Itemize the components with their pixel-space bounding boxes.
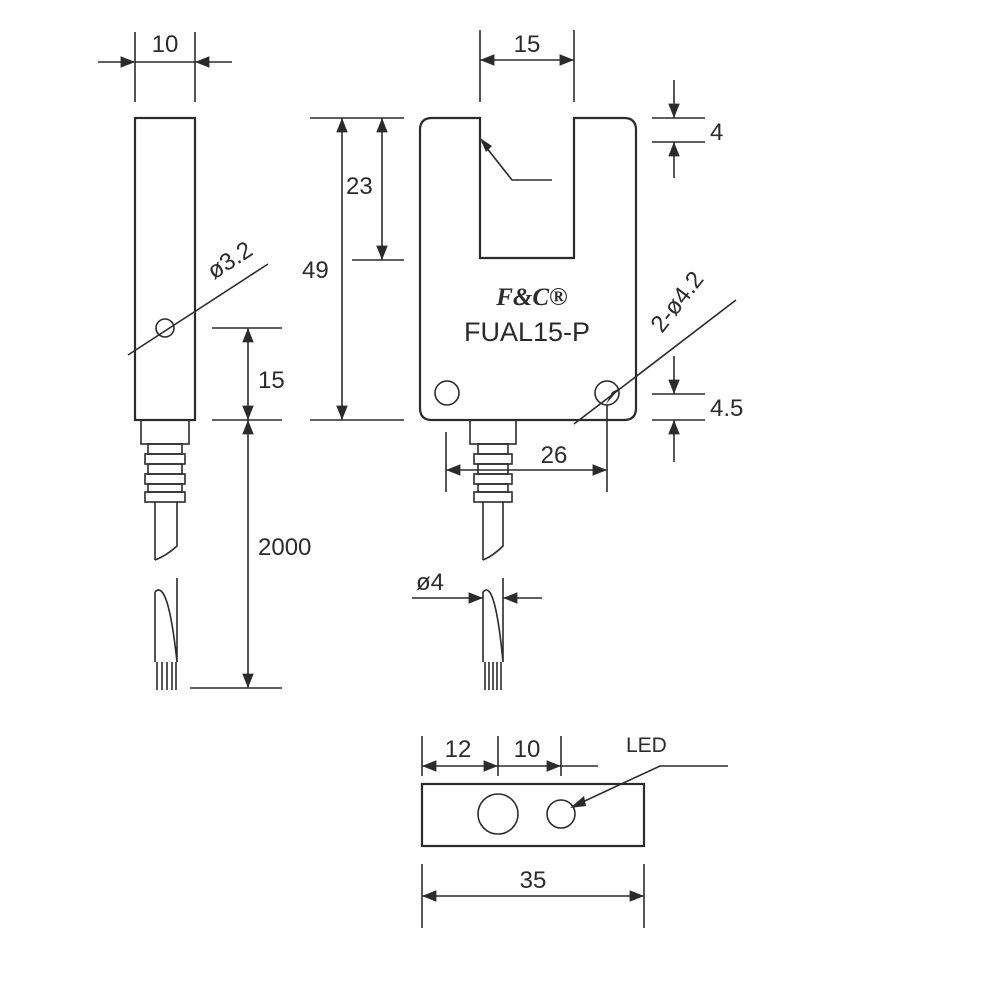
dim-total-width-label: 35 [520, 867, 547, 894]
brand-logo: F&C® [495, 284, 567, 311]
top-view [420, 782, 646, 848]
side-view [133, 116, 197, 690]
front-view: F&C® FUAL15-P [418, 116, 638, 690]
mount-hole-left [434, 380, 460, 406]
led-label: LED [626, 734, 667, 757]
dim-led-offset-1-label: 12 [445, 736, 472, 763]
side-body [133, 116, 197, 422]
side-cable-upper [154, 502, 178, 561]
front-gland-ribs [473, 443, 513, 503]
side-cable-lower [154, 578, 178, 663]
dim-top-offset: 4 [652, 80, 723, 178]
dim-led-offsets: 12 10 [421, 736, 598, 776]
side-hole [155, 318, 175, 338]
led-callout: LED [570, 734, 728, 808]
dim-height: 49 23 [302, 117, 404, 421]
lens-circle [477, 793, 519, 835]
dim-side-hole-label: ø3.2 [203, 236, 258, 285]
dim-top-offset-label: 4 [710, 119, 723, 146]
front-cable-upper [482, 502, 504, 561]
front-wires [484, 662, 502, 690]
side-gland-neck [140, 419, 190, 445]
dim-total-width: 35 [421, 864, 645, 928]
dim-height-label: 49 [302, 257, 329, 284]
dim-hole-spacing-side-label: 15 [258, 367, 285, 394]
dim-slot-width: 15 [479, 30, 575, 102]
dim-cable-length: 2000 [190, 420, 311, 689]
side-gland-ribs [144, 443, 186, 503]
slot-leader [481, 141, 552, 181]
front-cable-lower [482, 578, 504, 663]
dim-slot-depth-label: 23 [346, 173, 373, 200]
dim-cable-diameter-label: ø4 [416, 569, 444, 596]
slot-leader-arrow [480, 138, 492, 152]
dim-led-offset-2-label: 10 [514, 736, 541, 763]
led-circle [546, 799, 576, 829]
model-label: FUAL15-P [464, 317, 590, 347]
front-gland-neck [469, 419, 517, 445]
side-wires [156, 662, 177, 690]
dim-hole-spacing-side: 15 [212, 327, 285, 421]
dim-hole-pitch: 26 [445, 405, 608, 492]
dim-side-width-label: 10 [152, 31, 179, 58]
top-body [420, 782, 646, 848]
dim-slot-width-label: 15 [514, 31, 541, 58]
dim-hole-pitch-label: 26 [541, 442, 568, 469]
front-body [418, 116, 638, 422]
dim-cable-diameter: ø4 [412, 569, 542, 604]
dim-side-width: 10 [98, 31, 232, 102]
dim-cable-length-label: 2000 [258, 534, 311, 561]
dim-hole-bottom-label: 4.5 [710, 395, 743, 422]
dim-hole-bottom: 4.5 [652, 356, 743, 462]
